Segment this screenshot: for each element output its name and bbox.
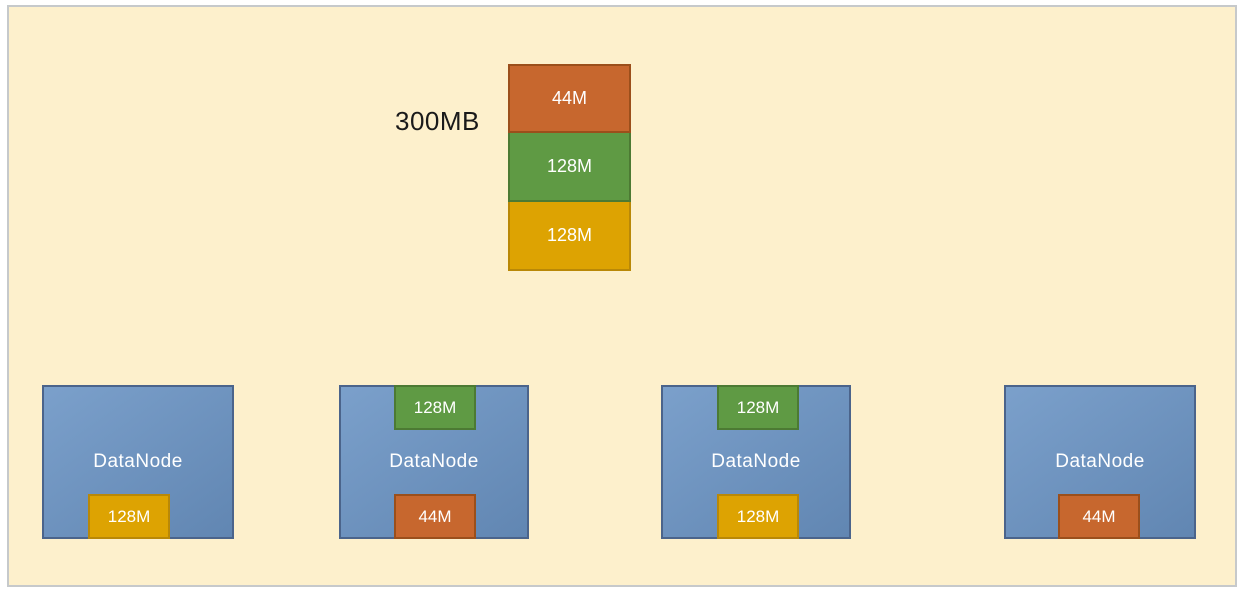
- datanode-1: DataNode 128M: [42, 385, 234, 539]
- stored-block-label: 128M: [413, 397, 457, 417]
- file-block-128m-b: 128M: [508, 202, 631, 271]
- stored-block: 44M: [1058, 494, 1140, 539]
- diagram-panel: 300MB 44M 128M 128M DataNode 128M 128M D: [7, 5, 1237, 587]
- file-block-stack: 44M 128M 128M: [508, 64, 631, 271]
- stored-block: 128M: [717, 385, 799, 430]
- stored-block: 128M: [394, 385, 476, 430]
- datanode-label: DataNode: [1055, 451, 1145, 472]
- stored-block-label: 44M: [418, 506, 452, 526]
- stored-block: 44M: [394, 494, 476, 539]
- stored-block-label: 128M: [107, 506, 151, 526]
- datanode-2: 128M DataNode 44M: [339, 385, 529, 539]
- stored-block-label: 128M: [736, 397, 780, 417]
- stored-block-label: 128M: [736, 506, 780, 526]
- file-block-label: 44M: [551, 88, 587, 108]
- datanode-label: DataNode: [711, 451, 801, 472]
- datanode-label: DataNode: [389, 451, 479, 472]
- stored-block-label: 44M: [1082, 506, 1116, 526]
- datanode-3: 128M DataNode 128M: [661, 385, 851, 539]
- datanode-label: DataNode: [93, 451, 183, 472]
- file-block-44m: 44M: [508, 64, 631, 133]
- stored-block: 128M: [717, 494, 799, 539]
- file-size-label: 300MB: [395, 106, 480, 136]
- stored-block: 128M: [88, 494, 170, 539]
- file-block-128m-a: 128M: [508, 133, 631, 202]
- file-block-label: 128M: [546, 156, 593, 176]
- datanode-4: DataNode 44M: [1004, 385, 1196, 539]
- file-block-label: 128M: [546, 225, 593, 245]
